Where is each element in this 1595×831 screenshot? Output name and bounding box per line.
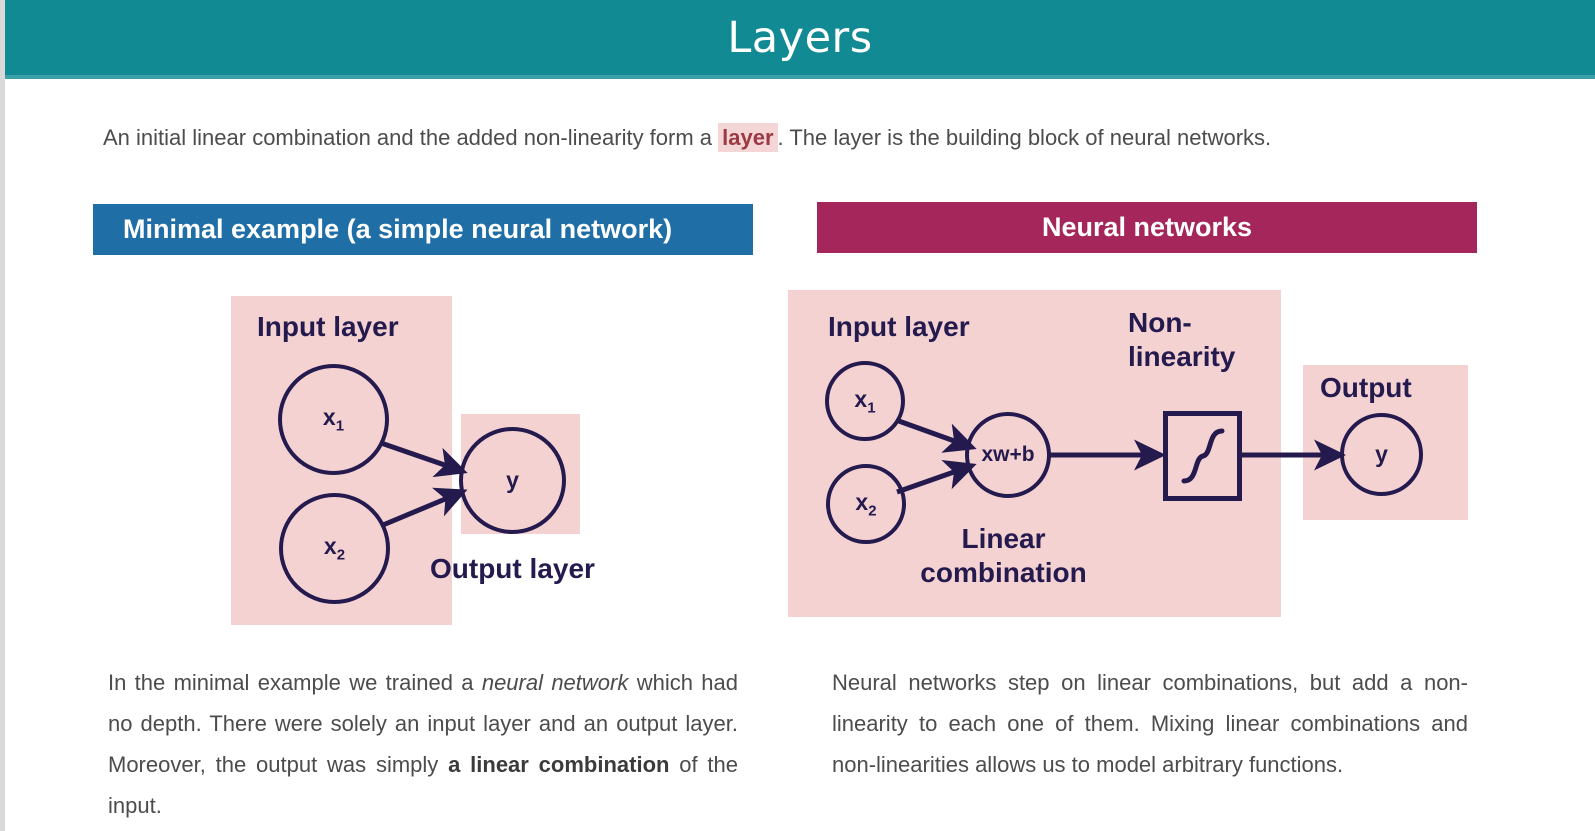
output-node-y-right: y (1340, 413, 1423, 496)
input-node-x1-left: x1 (278, 364, 389, 475)
sigmoid-curve-icon (1181, 428, 1224, 484)
nonlinearity-label-right: Non- linearity (1128, 307, 1236, 372)
output-node-y-right-label: y (1375, 441, 1388, 467)
left-gutter-rail (0, 0, 5, 831)
input-node-x1-right: x1 (825, 361, 905, 441)
input-node-x1-right-label: x1 (854, 385, 876, 417)
output-node-y-left-label: y (506, 467, 519, 493)
output-label-right: Output (1320, 372, 1412, 403)
output-node-y-left: y (459, 427, 566, 534)
input-layer-label-right: Input layer (828, 311, 970, 342)
minimal-example-description: In the minimal example we trained a neur… (108, 662, 738, 826)
right-diagram-edges (895, 417, 1347, 495)
neural-networks-description: Neural networks step on linear combinati… (832, 670, 1468, 777)
input-node-x1-left-label: x1 (322, 404, 345, 435)
neural-network-diagram: Input layer Non- linearity Output Linear… (788, 290, 1468, 617)
input-node-x2-left-sub: 2 (336, 546, 346, 564)
linear-combination-node: xw+b (965, 412, 1051, 498)
input-node-x2-right-sub: 2 (868, 502, 877, 520)
page-title: Layers (727, 12, 873, 63)
title-bar-underline (5, 75, 1595, 79)
output-layer-label-left: Output layer (430, 553, 595, 584)
intro-text-before: An initial linear combination and the ad… (103, 125, 719, 150)
left-diagram-edges (380, 440, 468, 528)
section-header-minimal-example: Minimal example (a simple neural network… (93, 204, 753, 255)
left-body-bold-linear-combination: a linear combination (448, 752, 670, 777)
section-header-neural-networks: Neural networks (817, 202, 1477, 253)
linear-combination-node-label: xw+b (981, 443, 1035, 466)
input-node-x2-left: x2 (279, 493, 390, 604)
slide-title-bar: Layers (5, 0, 1595, 75)
input-node-x1-right-sub: 1 (867, 399, 876, 417)
input-node-x2-left-label: x2 (323, 533, 346, 564)
layer-keyword-highlight: layer (718, 123, 778, 152)
linear-combination-label-right: Linear combination (920, 523, 1087, 588)
section-header-minimal-example-label: Minimal example (a simple neural network… (123, 214, 673, 244)
left-body-italic-neural-network: neural network (481, 670, 629, 695)
section-header-neural-networks-label: Neural networks (1041, 212, 1253, 242)
intro-text-after: . The layer is the building block of neu… (777, 125, 1272, 150)
left-body-part3: of the input. (108, 752, 739, 818)
sigmoid-activation-node (1163, 411, 1242, 501)
input-node-x1-left-sub: 1 (335, 417, 345, 435)
left-body-part2: which had no depth. There were solely an… (108, 670, 738, 777)
input-node-x2-right-label: x2 (855, 488, 877, 520)
input-node-x2-right: x2 (826, 464, 906, 544)
intro-paragraph: An initial linear combination and the ad… (103, 122, 1483, 154)
left-body-part1: In the minimal example we trained a (108, 670, 482, 695)
minimal-example-diagram: Input layer Output layer x1 x2 y (0, 0, 760, 660)
input-layer-label-left: Input layer (257, 311, 399, 342)
